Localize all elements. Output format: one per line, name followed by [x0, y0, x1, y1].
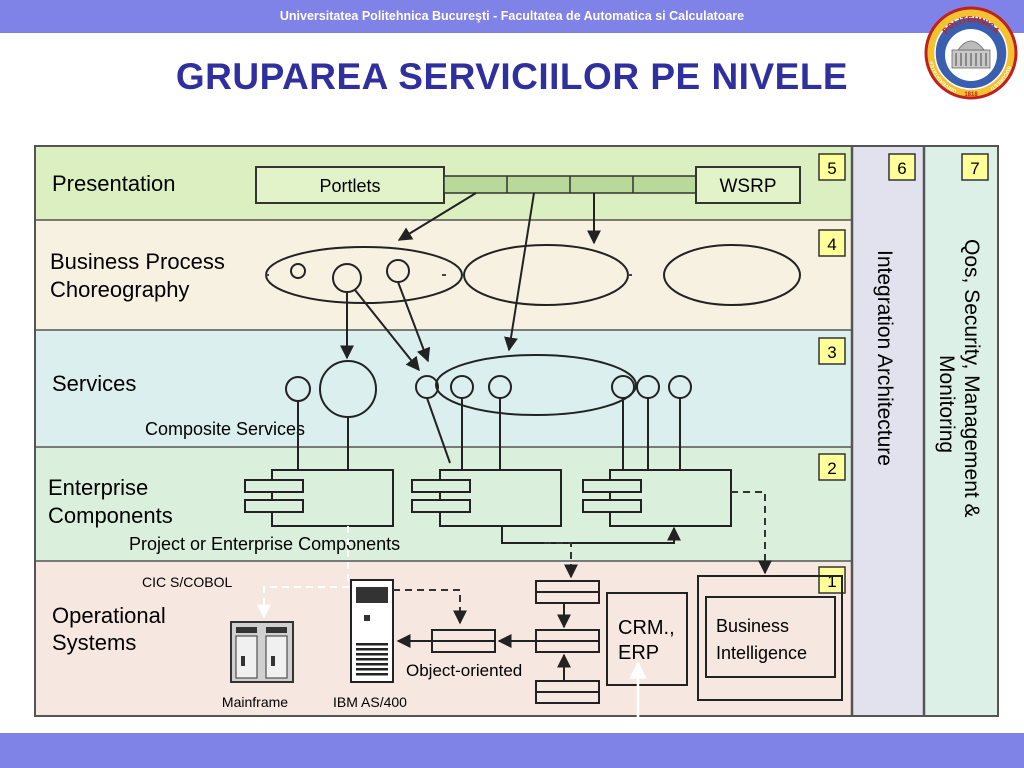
wsrp-label: WSRP: [720, 176, 777, 197]
university-header: Universitatea Politehnica Bucureşti - Fa…: [279, 9, 745, 23]
wsrp-box: [695, 166, 801, 204]
layer-number-3-box: [818, 337, 846, 365]
process-ellipse-3: [663, 244, 801, 306]
cics-cobol-label: CIC S/COBOL: [142, 574, 232, 590]
business-process-label-2: Choreography: [50, 277, 189, 302]
mainframe-label: Mainframe: [222, 694, 288, 710]
component-interface: [411, 479, 471, 493]
layer-number-5: 5: [827, 159, 836, 178]
operational-label-1: Operational: [52, 603, 166, 628]
services-layer: [34, 330, 852, 447]
services-label: Services: [52, 371, 136, 396]
operational-label-2: Systems: [52, 630, 136, 655]
intelligence-label: Intelligence: [716, 643, 807, 663]
component-interface: [582, 499, 642, 513]
enterprise-component-1: [271, 469, 394, 527]
object-oriented-label: Object-oriented: [406, 661, 522, 680]
slide-title: GRUPAREA SERVICIILOR PE NIVELE: [175, 56, 849, 97]
composite-service-ellipse: [435, 354, 637, 416]
university-logo: POLITEHNICA UNIVERSITATEA BUCURESTI 1818: [924, 6, 1018, 100]
layer-number-1-box: [818, 566, 846, 594]
mainframe-icon: [230, 621, 294, 683]
operational-layer: [34, 561, 852, 717]
crm-erp-box: [606, 592, 688, 686]
layer-number-4: 4: [827, 235, 836, 254]
layer-number-2: 2: [827, 459, 836, 478]
process-node: [290, 263, 306, 279]
ibm-as400-label: IBM AS/400: [333, 694, 407, 710]
component-interface: [411, 499, 471, 513]
qos-label-1: Qos, Security, Management &: [960, 239, 983, 518]
soa-layers-diagram: Presentation Business Process Choreograp…: [34, 145, 999, 719]
ibm-as400-icon: [350, 579, 394, 683]
portlets-label: Portlets: [319, 176, 380, 196]
enterprise-label-1: Enterprise: [48, 475, 148, 500]
qos-column: [924, 145, 998, 717]
business-intelligence-box: [705, 596, 836, 678]
layer-number-3: 3: [827, 343, 836, 362]
business-label: Business: [716, 616, 789, 636]
column-number-6: 6: [897, 159, 906, 178]
header-bar: Universitatea Politehnica Bucureşti - Fa…: [0, 0, 1024, 33]
business-process-label-1: Business Process: [50, 249, 225, 274]
column-number-6-box: [888, 153, 916, 181]
composite-services-label: Composite Services: [145, 419, 305, 439]
project-components-label: Project or Enterprise Components: [129, 534, 400, 554]
integration-architecture-label: Integration Architecture: [873, 250, 896, 466]
business-intelligence-outer: [697, 575, 843, 701]
column-number-7: 7: [970, 159, 979, 178]
qos-label-2: Monitoring: [935, 355, 958, 453]
column-number-7-box: [961, 153, 989, 181]
erp-label: ERP: [618, 642, 659, 664]
enterprise-component-3: [609, 469, 732, 527]
layer-number-2-box: [818, 453, 846, 481]
layer-number-5-box: [818, 153, 846, 181]
crm-label: CRM.,: [618, 617, 675, 639]
presentation-label: Presentation: [52, 171, 176, 196]
layer-number-1: 1: [827, 572, 836, 591]
component-interface: [244, 499, 304, 513]
layer-number-4-box: [818, 229, 846, 257]
enterprise-label-2: Components: [48, 503, 173, 528]
logo-year: 1818: [964, 92, 978, 98]
component-interface: [582, 479, 642, 493]
component-interface: [244, 479, 304, 493]
integration-column: [852, 145, 924, 717]
footer-bar: [0, 733, 1024, 768]
